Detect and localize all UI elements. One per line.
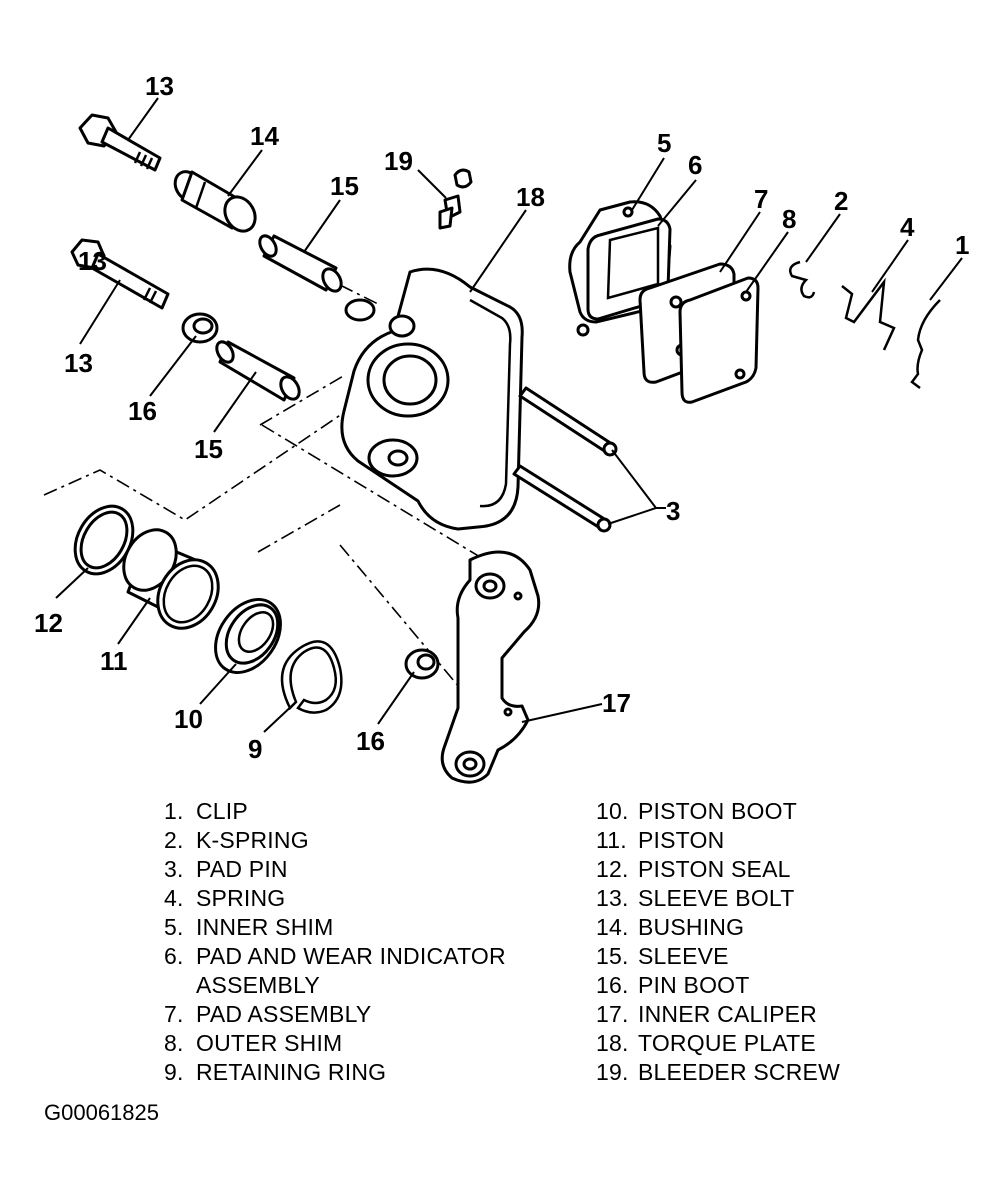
callout-9: 9 [248, 734, 262, 764]
callout-19: 19 [384, 146, 413, 176]
outer-shim [678, 276, 760, 404]
pin-boot-lower [404, 648, 440, 680]
callout-15-lower: 15 [194, 434, 223, 464]
callout-16-upper: 16 [128, 396, 157, 426]
callout-11: 11 [100, 646, 128, 676]
clip [910, 299, 941, 389]
callout-8: 8 [782, 204, 796, 234]
callout-1: 1 [955, 230, 969, 260]
torque-plate [340, 267, 524, 531]
legend-item-9: 9.RETAINING RING [164, 1059, 387, 1085]
callout-13-top: 13 [145, 71, 174, 101]
sleeve-bolt-top [78, 113, 162, 172]
legend-item-17: 17.INNER CALIPER [596, 1001, 817, 1027]
pad-pins [512, 386, 618, 533]
callout-7: 7 [754, 184, 768, 214]
bushing [173, 170, 257, 233]
legend-item-18: 18.TORQUE PLATE [596, 1030, 816, 1056]
callout-2: 2 [834, 186, 848, 216]
callout-12: 12 [34, 608, 63, 638]
legend-item-13: 13.SLEEVE BOLT [596, 885, 795, 911]
inner-caliper [440, 550, 541, 784]
legend-item-15: 15.SLEEVE [596, 943, 729, 969]
legend-item-6: 6.PAD AND WEAR INDICATOR [164, 943, 506, 969]
callout-numbers: 13 14 19 15 18 13 13 16 15 5 6 7 8 2 4 1… [34, 71, 969, 764]
figure-id: G00061825 [44, 1100, 159, 1125]
legend-item-12: 12.PISTON SEAL [596, 856, 791, 882]
callout-17: 17 [602, 688, 631, 718]
retaining-ring [280, 640, 343, 714]
legend-item-19: 19.BLEEDER SCREW [596, 1059, 840, 1085]
callout-15-top: 15 [330, 171, 359, 201]
bleeder-screw [438, 168, 473, 230]
legend-item-14: 14.BUSHING [596, 914, 745, 940]
legend-item-8: 8.OUTER SHIM [164, 1030, 343, 1056]
callout-14: 14 [250, 121, 279, 151]
callout-3: 3 [666, 496, 680, 526]
piston-boot [214, 598, 282, 674]
legend-item-3: 3.PAD PIN [164, 856, 288, 882]
piston [122, 528, 220, 630]
legend-item-10: 10.PISTON BOOT [596, 798, 797, 824]
pin-boot-upper [181, 312, 219, 344]
legend-item-1: 1.CLIP [164, 798, 248, 824]
legend-item-11: 11.PISTON [596, 827, 725, 853]
legend-item-16: 16.PIN BOOT [596, 972, 750, 998]
legend-item-4: 4.SPRING [164, 885, 286, 911]
legend-item-7: 7.PAD ASSEMBLY [164, 1001, 372, 1027]
piston-seal [73, 504, 135, 576]
callout-6: 6 [688, 150, 702, 180]
legend-left-column: 1.CLIP 2.K-SPRING 3.PAD PIN 4.SPRING 5.I… [164, 797, 506, 1087]
sleeve-bolt-lower [70, 238, 170, 310]
spring [841, 277, 896, 351]
callout-13-lower: 13 [64, 348, 93, 378]
legend-item-5: 5.INNER SHIM [164, 914, 334, 940]
k-spring [789, 260, 816, 299]
legend-item-6-continued: ASSEMBLY [196, 972, 320, 998]
legend-item-2: 2.K-SPRING [164, 827, 309, 853]
leader-lines [55, 97, 963, 733]
brake-caliper-exploded-diagram: 13 14 19 15 18 13 13 16 15 5 6 7 8 2 4 1… [34, 71, 969, 784]
callout-13-overlap: 13 [78, 246, 107, 276]
callout-10: 10 [174, 704, 203, 734]
assembly-guide-lines [43, 284, 486, 701]
sleeve-top [258, 234, 343, 293]
callout-5: 5 [657, 128, 671, 158]
callout-18: 18 [516, 182, 545, 212]
legend-right-column: 10.PISTON BOOT 11.PISTON 12.PISTON SEAL … [596, 797, 840, 1087]
sleeve-lower [215, 340, 301, 402]
callout-4: 4 [900, 212, 915, 242]
callout-16-lower: 16 [356, 726, 385, 756]
